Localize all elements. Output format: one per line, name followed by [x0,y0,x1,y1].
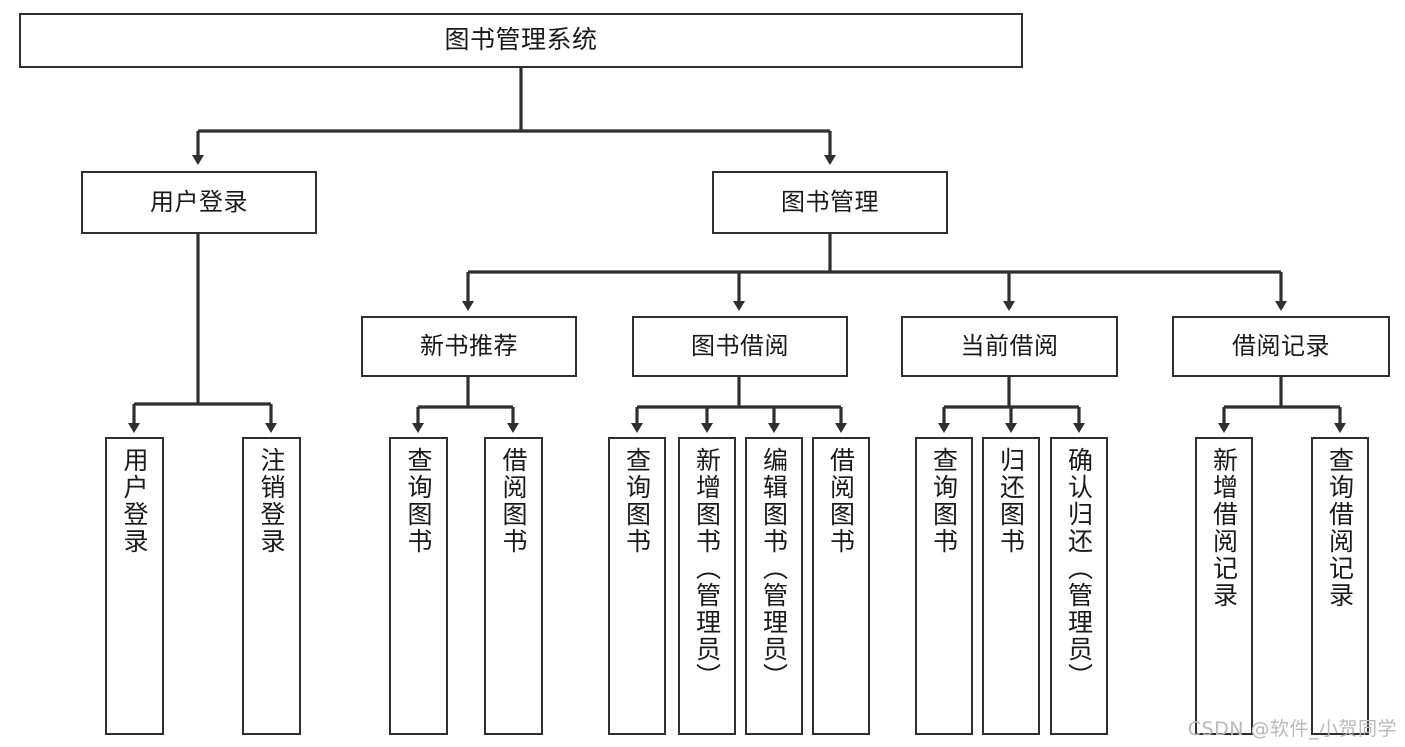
node-leaf-add-book-label: 新增图书（管理员） [692,447,722,690]
node-borrow-record[interactable]: 借阅记录 [1172,316,1390,377]
node-book-manage[interactable]: 图书管理 [712,171,948,234]
node-leaf-return-book[interactable]: 归还图书 [982,437,1040,735]
node-new-book-rec[interactable]: 新书推荐 [361,316,577,377]
node-leaf-confirm-return-label: 确认归还（管理员） [1064,447,1094,690]
watermark: CSDN @软件_小贺同学 [1187,718,1397,740]
node-leaf-borrow-book-2[interactable]: 借阅图书 [812,437,870,735]
node-leaf-query-record-label: 查询借阅记录 [1325,447,1355,609]
node-leaf-confirm-return[interactable]: 确认归还（管理员） [1050,437,1108,735]
node-leaf-query-book-3-label: 查询图书 [929,447,959,555]
node-leaf-query-book-2-label: 查询图书 [622,447,652,555]
node-current-borrow[interactable]: 当前借阅 [901,316,1118,377]
node-leaf-logout[interactable]: 注销登录 [242,437,301,735]
node-leaf-return-book-label: 归还图书 [996,447,1026,555]
node-leaf-borrow-book-1-label: 借阅图书 [499,447,528,555]
node-book-borrow[interactable]: 图书借阅 [632,316,848,377]
node-leaf-add-book[interactable]: 新增图书（管理员） [678,437,736,735]
node-leaf-user-login-label: 用户登录 [120,447,149,555]
node-book-borrow-label: 图书借阅 [691,331,789,360]
node-leaf-add-record[interactable]: 新增借阅记录 [1195,437,1253,735]
node-user-login[interactable]: 用户登录 [81,171,317,234]
node-leaf-query-book-1-label: 查询图书 [404,447,433,555]
node-leaf-query-book-3[interactable]: 查询图书 [915,437,973,735]
node-leaf-logout-label: 注销登录 [257,447,286,555]
node-leaf-query-record[interactable]: 查询借阅记录 [1311,437,1369,735]
node-borrow-record-label: 借阅记录 [1232,331,1330,360]
node-leaf-borrow-book-2-label: 借阅图书 [826,447,856,555]
node-root-label: 图书管理系统 [444,25,598,55]
node-leaf-query-book-2[interactable]: 查询图书 [608,437,666,735]
node-leaf-add-record-label: 新增借阅记录 [1209,447,1239,609]
node-root[interactable]: 图书管理系统 [19,13,1023,68]
node-leaf-edit-book-label: 编辑图书（管理员） [759,447,789,690]
node-new-book-rec-label: 新书推荐 [420,331,518,360]
node-leaf-query-book-1[interactable]: 查询图书 [389,437,448,735]
node-user-login-label: 用户登录 [150,187,248,216]
node-current-borrow-label: 当前借阅 [960,331,1059,360]
node-book-manage-label: 图书管理 [781,187,879,216]
node-leaf-borrow-book-1[interactable]: 借阅图书 [484,437,543,735]
node-leaf-edit-book[interactable]: 编辑图书（管理员） [745,437,803,735]
node-leaf-user-login[interactable]: 用户登录 [105,437,164,735]
